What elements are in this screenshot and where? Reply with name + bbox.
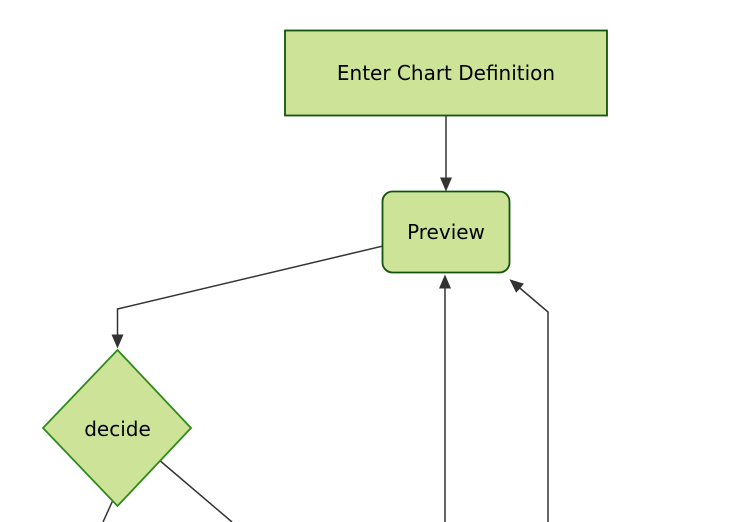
edge-decide-branch-left	[102, 499, 114, 522]
node-decide-label: decide	[84, 417, 151, 441]
edge-return-to-preview-corner	[509, 279, 549, 522]
node-enter-chart-definition-label: Enter Chart Definition	[337, 61, 555, 85]
node-layer: Enter Chart Definition Preview decide	[41, 29, 608, 508]
node-preview	[381, 190, 511, 274]
edge-decide-branch-right	[157, 458, 233, 522]
node-enter-chart-definition	[284, 29, 608, 117]
edge-layer	[102, 115, 549, 522]
node-decide	[41, 348, 193, 508]
edge-preview-to-decide	[111, 245, 384, 349]
node-preview-label: Preview	[407, 220, 485, 244]
